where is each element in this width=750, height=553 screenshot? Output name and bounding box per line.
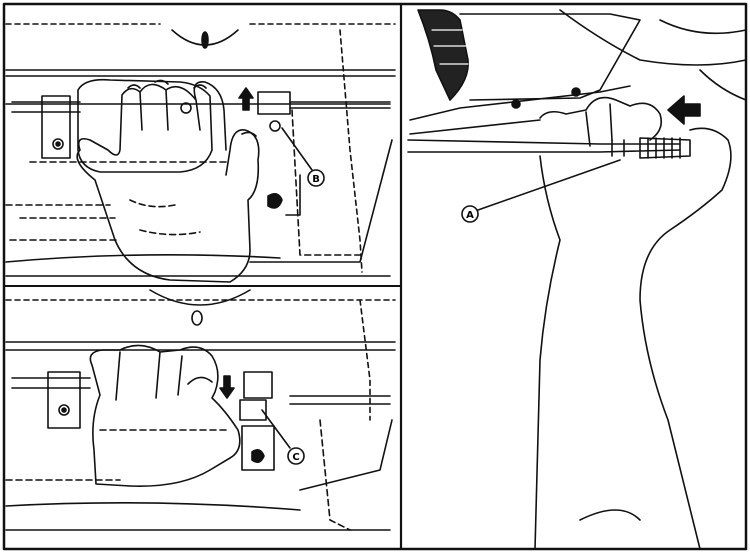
panel-right: A xyxy=(407,9,747,550)
callout-c-label: C xyxy=(292,452,299,463)
arrow-left-icon xyxy=(667,95,701,125)
panel-top-left: B xyxy=(5,23,396,283)
pedal-rod-top xyxy=(11,101,391,113)
bracket-left-top xyxy=(41,95,71,159)
callout-a-circle xyxy=(461,205,479,223)
callout-b-circle xyxy=(307,169,325,187)
switch-box-bottom xyxy=(243,371,273,399)
pedal-rod-right xyxy=(407,139,681,153)
hand-top xyxy=(76,81,260,283)
panel-bottom-left: C xyxy=(5,289,396,531)
callout-c-circle xyxy=(287,447,305,465)
hand-bottom xyxy=(89,344,241,487)
callout-b-label: B xyxy=(312,174,320,185)
hand-right xyxy=(534,96,732,550)
leader-line-c xyxy=(261,409,291,449)
leader-line-b xyxy=(281,127,313,171)
wiring-bundle xyxy=(417,9,469,101)
pedal-rod-bottom xyxy=(11,377,391,405)
leader-line-a xyxy=(477,159,621,211)
arrow-down-icon xyxy=(219,375,235,399)
callout-a-label: A xyxy=(466,210,474,221)
bracket-left-bottom xyxy=(47,371,81,429)
switch-box-top xyxy=(257,91,291,115)
arrow-up-icon xyxy=(238,87,254,111)
